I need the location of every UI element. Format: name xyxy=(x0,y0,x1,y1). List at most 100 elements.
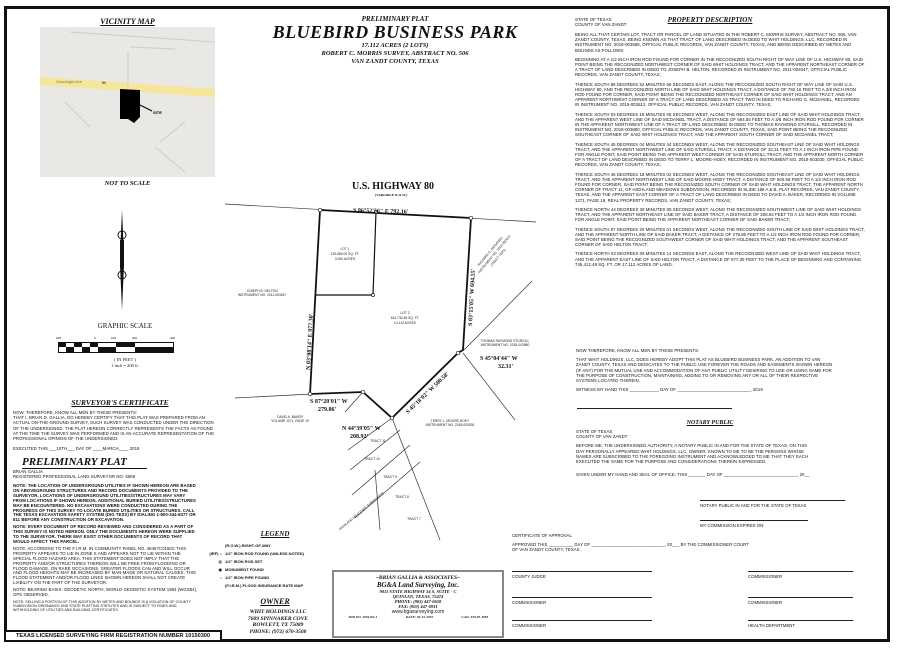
vicinity-map: Goodnight Ave 80 SITE xyxy=(40,27,215,177)
scale-units: ( IN FEET ) 1 inch = 200 ft. xyxy=(40,357,210,369)
north-call: S 86°52'56" E 792.16' xyxy=(353,207,409,215)
legend-label: 1/2" IRON PIPE FOUND xyxy=(225,575,270,580)
lot2-acres: 14.112 ACRES xyxy=(394,321,417,325)
sturgill-label: THOMAS RAYMOND STURGILL xyxy=(481,339,530,343)
company-city: QUINLAN, TEXAS, 75474 xyxy=(392,594,444,599)
tract-label: TRACT 11 xyxy=(370,439,385,443)
company-website[interactable]: www.bgasurveying.com xyxy=(391,609,445,615)
road-label: Goodnight Ave xyxy=(56,79,83,84)
scale-tick: 400 xyxy=(170,336,176,340)
surveyor-certificate-text: NOW, THEREFORE, KNOW ALL MEN BY THESE PR… xyxy=(13,410,218,451)
plat-border xyxy=(4,6,890,642)
job-date: DATE: 03-15-2019 xyxy=(405,615,434,619)
title-pre: PRELIMINARY PLAT xyxy=(361,15,429,23)
legend-item: (R.O.W.) RIGHT-OF-WAY xyxy=(202,542,330,550)
note-metes-bounds: NOTE: SELLING A PORTION OF THIS ADDITION… xyxy=(13,599,192,613)
iron-rod-set-marker xyxy=(374,210,378,214)
company-fax: FAX: (903) 447-0931 xyxy=(398,604,438,609)
tract-line xyxy=(351,444,411,496)
surveyor-registration: REGISTERED PROFESSIONAL LAND SURVEYOR NO… xyxy=(13,474,136,480)
title-block: PRELIMINARY PLAT BLUEBIRD BUSINESS PARK … xyxy=(220,15,570,66)
legend-symbol xyxy=(202,582,222,590)
cad-tech: CAD. TECH. MM xyxy=(461,615,488,619)
approval-line: APPROVED THIS __________ DAY OF ________… xyxy=(512,542,749,548)
company-phone: PHONE: (903) 447-0658 xyxy=(394,599,442,604)
iron-rod-found-icon: (IRF) ○ xyxy=(209,551,222,556)
signature-line[interactable] xyxy=(748,571,853,572)
graphic-scale-title: GRAPHIC SCALE xyxy=(97,322,153,330)
notary-block: STATE OF TEXAS COUNTY OF VAN ZANDT BEFOR… xyxy=(576,429,816,477)
notary-signature-line[interactable] xyxy=(700,500,845,501)
notary-body: BEFORE ME, THE UNDERSIGNED AUTHORITY, A … xyxy=(576,443,809,465)
company-legal-name: BG&A Land Surveying, Inc. xyxy=(376,581,460,589)
health-department-label: HEALTH DEPARTMENT xyxy=(748,623,796,628)
south-distance: 279.86' xyxy=(318,407,337,413)
signature-line[interactable] xyxy=(748,620,853,621)
legend: (R.O.W.) RIGHT-OF-WAY (IRF) ○1/2" IRON R… xyxy=(202,542,330,590)
approval-title: CERTIFICATE OF APPROVAL xyxy=(512,533,572,538)
job-info: JOB NO. 1901104-1 DATE: 03-15-2019 CAD. … xyxy=(334,615,502,619)
scale-tick: 0 xyxy=(94,336,96,340)
pd-paragraph: THENCE SOUTH 03 DEGREES 15 MINUTES 05 SE… xyxy=(575,111,864,138)
commissioner-label: COMMISSIONER xyxy=(748,600,783,605)
pd-paragraph: THENCE SOUTH 86 DEGREES 52 MINUTES 56 SE… xyxy=(575,81,860,108)
title-survey: ROBERT C. MORRIS SURVEY, ABSTRACT NO. 50… xyxy=(321,50,469,57)
scale-ratio: 1 inch = 200 ft. xyxy=(111,363,139,368)
iron-rod-marker xyxy=(468,215,474,221)
job-number: JOB NO. 1901104-1 xyxy=(348,615,378,619)
note-bearing: NOTE: BEARING BASIS: GEODETIC NORTH, WOR… xyxy=(13,587,198,598)
signature-line[interactable] xyxy=(748,597,853,598)
iron-rod-marker xyxy=(317,207,323,213)
surveyor-company-block: ~BRIAN GALLIA & ASSOCIATES~ BG&A Land Su… xyxy=(332,570,504,638)
signature-line[interactable] xyxy=(512,620,652,621)
signature-line[interactable] xyxy=(512,571,652,572)
county-judge-label: COUNTY JUDGE xyxy=(512,574,546,579)
owner-city: ROWLETT, TX 75089 xyxy=(252,622,304,628)
lot1-acres: 3.000 ACRES xyxy=(335,257,356,261)
pd-county: COUNTY OF VAN ZANDT xyxy=(575,22,627,28)
notary-state: STATE OF TEXAS xyxy=(576,429,613,434)
signature-line[interactable] xyxy=(512,597,652,598)
lot1-area: 130,680.00 SQ. FT. xyxy=(331,252,360,256)
legend-label: (R.O.W.) RIGHT-OF-WAY xyxy=(225,543,271,548)
road xyxy=(69,31,215,43)
iron-rod-set-marker xyxy=(371,293,375,297)
company-address: 9011 STATE HIGHWAY 34 S. SUITE - C xyxy=(379,589,457,594)
highway-label: U.S. HIGHWAY 80 xyxy=(352,181,434,192)
iron-pipe-icon: ○ xyxy=(219,575,222,580)
legend-item: ◉MONUMENT FOUND xyxy=(202,566,330,574)
firm-registration: TEXAS LICENSED SURVEYING FIRM REGISTRATI… xyxy=(4,630,222,642)
not-to-scale: NOT TO SCALE xyxy=(104,180,151,187)
legend-title: LEGEND xyxy=(260,530,290,538)
adjoiner-line xyxy=(344,391,364,413)
dedication-intro: NOW THEREFORE, KNOW ALL MEN BY THESE PRE… xyxy=(576,348,700,353)
south-call: S 87°20'01" W xyxy=(310,398,348,405)
pd-state-county: STATE OF TEXAS: COUNTY OF VAN ZANDT xyxy=(575,17,626,27)
moore-instrument: INSTRUMENT NO. 2018-003030 xyxy=(426,423,475,427)
iron-rod-marker xyxy=(307,391,313,397)
site-parcel xyxy=(120,89,140,123)
witness-line: WITNESS MY HAND THIS ____________ DAY OF… xyxy=(576,387,763,393)
nw-distance: 208.92' xyxy=(350,434,369,440)
title-county: VAN ZANDT COUNTY, TEXAS xyxy=(351,58,439,65)
iron-pipe-marker xyxy=(455,350,461,356)
note-flood: NOTE: ACCORDING TO THE F.I.R.M. IN COMMU… xyxy=(13,545,196,586)
company-name: ~BRIAN GALLIA & ASSOCIATES~ xyxy=(375,575,461,581)
owner-signature-line[interactable] xyxy=(577,408,732,409)
pd-paragraph: THENCE NORTH 44 DEGREES 39 MINUTES 05 SE… xyxy=(575,206,861,223)
tract-line xyxy=(354,461,421,519)
property-description: BEING ALL THAT CERTAIN LOT, TRACT OR PAR… xyxy=(575,32,865,271)
iron-rod-marker xyxy=(389,415,395,421)
notary-signature-label: NOTARY PUBLIC IN AND FOR THE STATE OF TE… xyxy=(700,503,807,508)
sw-call: S 45°18'02" W 500.58' xyxy=(405,370,451,415)
preliminary-plat-stamp: PRELIMINARY PLAT xyxy=(22,456,147,469)
site-label: SITE xyxy=(153,110,162,115)
mcdaniel-instrument: INSTRUMENT NO. 2015-002612 xyxy=(477,234,511,274)
note-documents: NOTE: EVERY DOCUMENT OF RECORD REVIEWED … xyxy=(13,524,195,544)
pd-paragraph: THENCE SOUTH 45 DEGREES 18 MINUTES 02 SE… xyxy=(575,171,863,203)
commission-line[interactable] xyxy=(700,520,808,521)
note-utilities: NOTE: THE LOCATION OF UNDERGROUND UTILIT… xyxy=(13,483,196,523)
legend-item: ◎1/2" IRON ROD SET xyxy=(202,558,330,566)
baker-label: DAVID A. BAKER xyxy=(277,415,303,419)
